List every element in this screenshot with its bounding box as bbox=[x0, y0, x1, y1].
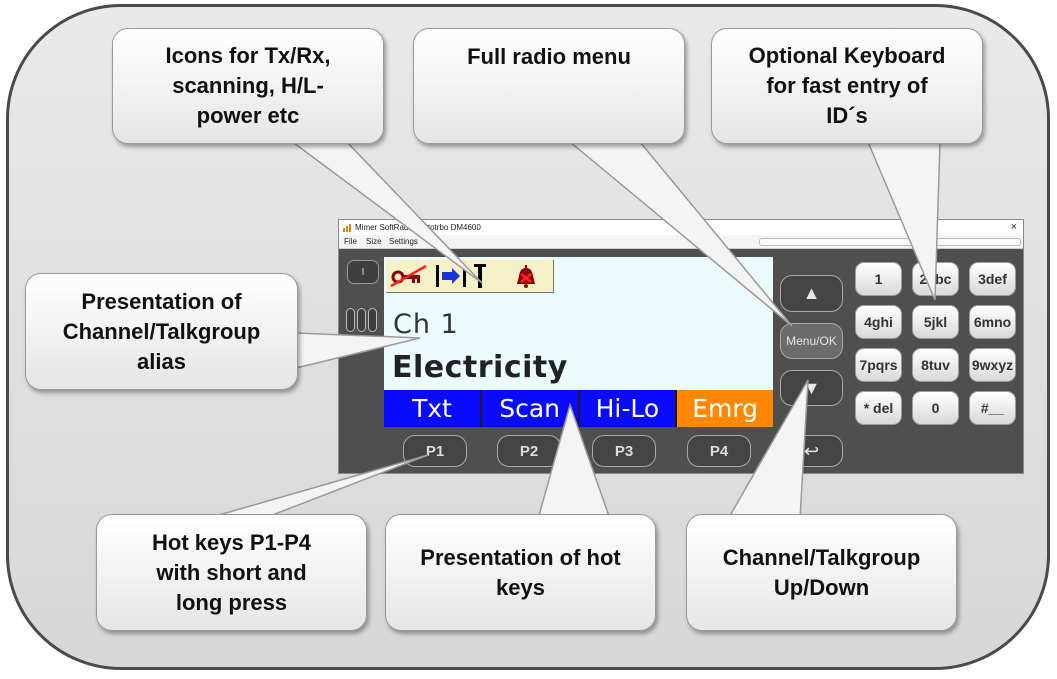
key-hash[interactable]: #__ bbox=[969, 391, 1016, 425]
callout-menu: Full radio menu bbox=[413, 28, 685, 144]
key-9[interactable]: 9wxyz bbox=[969, 348, 1016, 382]
key-7[interactable]: 7pqrs bbox=[855, 348, 902, 382]
p2-button[interactable]: P2 bbox=[497, 435, 561, 467]
channel-down-button[interactable]: ▼ bbox=[780, 370, 843, 406]
title-bar: Mimer SoftRadio Mototrbo DM4600 × bbox=[339, 220, 1023, 235]
hot-key-label-hi-lo: Hi-Lo bbox=[579, 390, 678, 427]
softradio-window: Mimer SoftRadio Mototrbo DM4600 × File S… bbox=[338, 219, 1024, 474]
power-button[interactable]: I bbox=[347, 260, 379, 284]
key-1[interactable]: 1 bbox=[855, 262, 902, 296]
volume-knob[interactable] bbox=[346, 308, 377, 332]
key-5[interactable]: 5jkl bbox=[912, 305, 959, 339]
menu-bar: File Size Settings bbox=[339, 235, 1023, 249]
key-star-del[interactable]: * del bbox=[855, 391, 902, 425]
tx-rx-arrow-icon bbox=[436, 265, 466, 287]
bell-crossed-icon bbox=[517, 265, 535, 288]
hot-key-label-scan: Scan bbox=[481, 390, 580, 427]
hot-key-row: Txt Scan Hi-Lo Emrg bbox=[384, 390, 773, 427]
key-0[interactable]: 0 bbox=[912, 391, 959, 425]
app-icon bbox=[343, 224, 351, 232]
menu-progress-bar bbox=[759, 238, 1021, 246]
p3-button[interactable]: P3 bbox=[592, 435, 656, 467]
status-icon-bar bbox=[386, 260, 554, 293]
menu-settings[interactable]: Settings bbox=[389, 237, 418, 246]
key-6[interactable]: 6mno bbox=[969, 305, 1016, 339]
menu-size[interactable]: Size bbox=[366, 237, 382, 246]
menu-ok-button[interactable]: Menu/OK bbox=[780, 323, 843, 359]
key-3[interactable]: 3def bbox=[969, 262, 1016, 296]
channel-up-button[interactable]: ▲ bbox=[780, 275, 843, 312]
hot-key-label-txt: Txt bbox=[384, 390, 482, 427]
hot-key-label-emrg: Emrg bbox=[677, 390, 773, 427]
radio-display: Ch 1 Electricity Txt Scan Hi-Lo Emrg bbox=[384, 257, 773, 427]
key-8[interactable]: 8tuv bbox=[912, 348, 959, 382]
window-title: Mimer SoftRadio Mototrbo DM4600 bbox=[355, 223, 481, 232]
key-crossed-icon bbox=[390, 264, 427, 288]
antenna-icon bbox=[474, 264, 486, 288]
key-2[interactable]: 2abc bbox=[912, 262, 959, 296]
callout-icons: Icons for Tx/Rx,scanning, H/L-power etc bbox=[112, 28, 384, 144]
talkgroup-alias: Electricity bbox=[392, 350, 568, 385]
channel-label: Ch 1 bbox=[393, 309, 459, 340]
back-button[interactable]: ↩ bbox=[780, 435, 843, 467]
menu-file[interactable]: File bbox=[344, 237, 357, 246]
key-4[interactable]: 4ghi bbox=[855, 305, 902, 339]
p1-button[interactable]: P1 bbox=[403, 435, 467, 467]
p4-button[interactable]: P4 bbox=[687, 435, 751, 467]
close-button[interactable]: × bbox=[1010, 221, 1017, 233]
